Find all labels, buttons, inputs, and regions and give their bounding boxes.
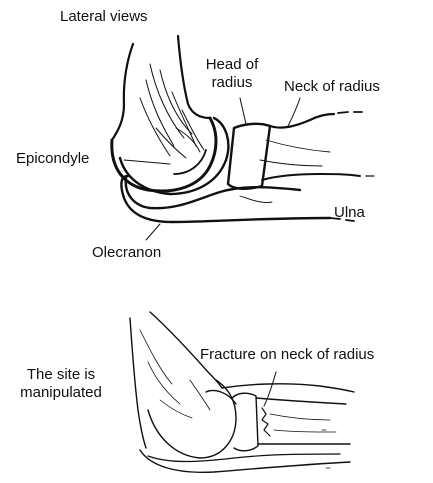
- radius-neck-dashes: [338, 112, 362, 113]
- ulna-upper-outline: [126, 178, 300, 208]
- upper-arm-shading: [140, 330, 210, 418]
- humeral-condyle: [112, 118, 216, 191]
- olecranon-label: Olecranon: [92, 244, 161, 262]
- radius-neck-upper: [270, 114, 334, 128]
- olecranon-outline: [121, 176, 330, 222]
- site-line1: The site is: [2, 366, 120, 384]
- site-line2: manipulated: [2, 384, 120, 402]
- radius-shaft-lower: [262, 174, 360, 180]
- trochlea-curve: [120, 118, 228, 194]
- epicondyle-label: Epicondyle: [16, 150, 89, 168]
- bottom-humerus: [148, 380, 236, 458]
- fracture-leader: [264, 372, 276, 406]
- fracture-mark: [262, 408, 270, 436]
- head-of-radius-label: Head of radius: [192, 56, 272, 92]
- neck-of-radius-label: Neck of radius: [284, 78, 380, 96]
- bottom-radius-shaft: [256, 398, 346, 404]
- forearm-shading: [270, 414, 336, 468]
- forearm-outline-top: [222, 384, 354, 392]
- head-of-radius-line1: Head of: [192, 56, 272, 74]
- bottom-ulna: [148, 454, 340, 462]
- radius-shading: [240, 140, 330, 203]
- capitulum-curve: [174, 150, 206, 174]
- ulna-label: Ulna: [334, 204, 365, 222]
- bottom-elbow-view: [130, 312, 354, 472]
- humerus-outline: [112, 44, 133, 140]
- lateral-views-heading: Lateral views: [60, 8, 148, 26]
- head-of-radius-line2: radius: [192, 74, 272, 92]
- fracture-label: Fracture on neck of radius: [200, 346, 374, 364]
- site-manipulated-label: The site is manipulated: [2, 366, 120, 402]
